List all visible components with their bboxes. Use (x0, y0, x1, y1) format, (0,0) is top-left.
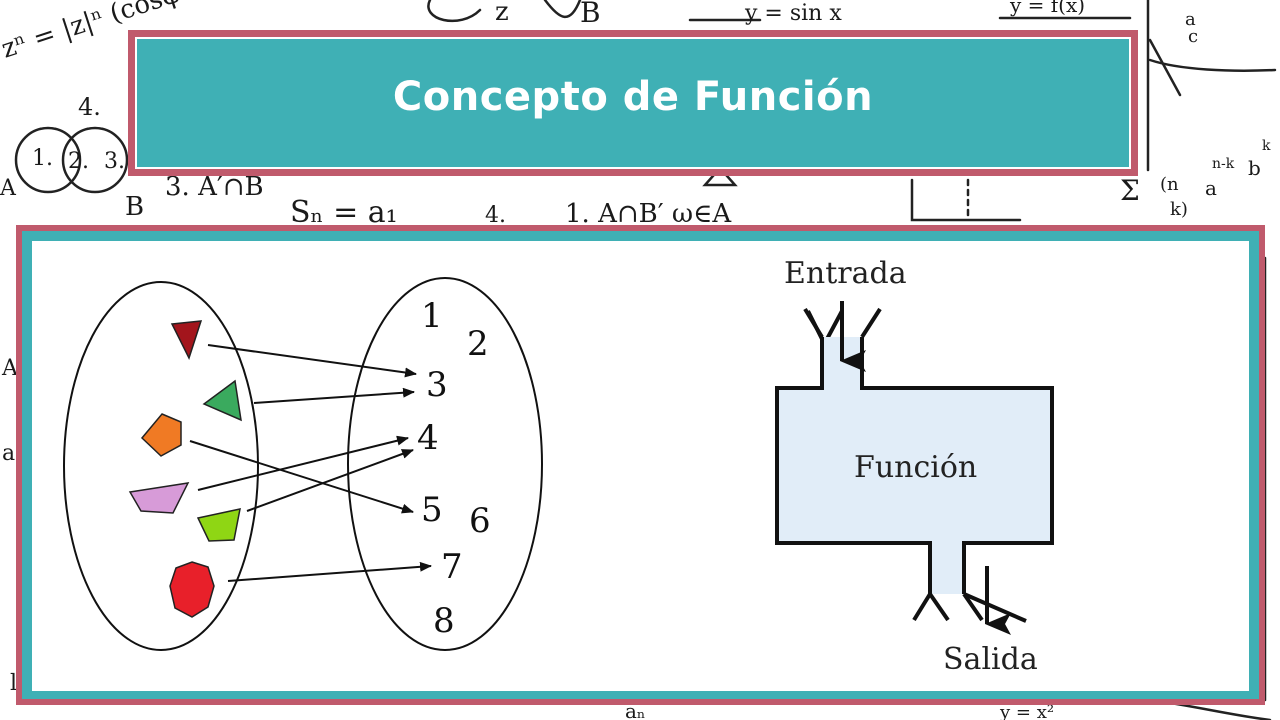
svg-text:n-k: n-k (1212, 156, 1235, 172)
codomain-number-6: 6 (469, 501, 491, 541)
pink-parallelogram-shape (128, 482, 190, 514)
svg-text:a: a (1205, 176, 1217, 200)
svg-text:b: b (1248, 156, 1261, 180)
svg-text:3.: 3. (104, 149, 125, 174)
svg-text:a: a (2, 441, 15, 466)
mapping-arrow (207, 344, 417, 378)
svg-text:A: A (1, 356, 19, 381)
svg-text:Σ: Σ (1120, 174, 1140, 207)
lime-square-shape (196, 508, 241, 542)
codomain-number-3: 3 (426, 365, 448, 405)
content-panel-border: 1 2 3 4 5 6 7 8 (22, 231, 1259, 699)
svg-text:a: a (1185, 9, 1196, 30)
svg-text:4.: 4. (78, 93, 101, 121)
content-panel-body: 1 2 3 4 5 6 7 8 (32, 241, 1249, 691)
function-machine-body (777, 337, 1052, 594)
svg-text:B: B (125, 192, 144, 222)
codomain-number-1: 1 (421, 296, 443, 336)
mapping-arrow (227, 561, 432, 582)
codomain-set (347, 277, 543, 651)
domain-set (63, 281, 259, 651)
title-banner-inner: Concepto de Función (135, 37, 1131, 169)
svg-text:B: B (580, 0, 601, 29)
function-machine-funnel (803, 307, 1027, 623)
mapping-arrow (246, 449, 414, 512)
dark-red-triangle-shape (170, 320, 203, 360)
svg-text:2.: 2. (68, 149, 89, 174)
mapping-arrow (253, 387, 415, 404)
codomain-number-2: 2 (467, 324, 489, 364)
svg-text:1. A∩B′ ω∈A: 1. A∩B′ ω∈A (565, 199, 732, 229)
svg-text:A: A (0, 176, 17, 201)
codomain-number-5: 5 (421, 490, 443, 530)
svg-text:y = f(x): y = f(x) (1009, 0, 1085, 17)
codomain-number-4: 4 (417, 418, 439, 458)
function-label: Función (854, 450, 977, 485)
mapping-arrow (189, 440, 414, 514)
svg-text:3. A′∩B: 3. A′∩B (165, 172, 264, 202)
content-panel: 1 2 3 4 5 6 7 8 (16, 225, 1265, 705)
function-machine-outline (775, 337, 1054, 594)
output-label: Salida (943, 642, 1038, 677)
function-machine-output-spout (912, 592, 984, 622)
svg-text:y = x²: y = x² (999, 702, 1054, 720)
codomain-number-8: 8 (433, 601, 455, 641)
svg-text:1.: 1. (32, 146, 53, 171)
function-diagram: 1 2 3 4 5 6 7 8 (63, 246, 1070, 686)
svg-text:l: l (10, 671, 17, 696)
codomain-number-7: 7 (441, 547, 463, 587)
svg-text:y = sin x: y = sin x (744, 1, 842, 26)
svg-text:z: z (495, 0, 509, 27)
svg-text:(n: (n (1160, 174, 1179, 195)
svg-text:4.: 4. (485, 203, 506, 228)
input-label: Entrada (784, 256, 907, 291)
red-heptagon-shape (169, 561, 215, 618)
mapping-arrow (197, 435, 409, 491)
svg-text:k: k (1262, 138, 1271, 154)
title-banner: Concepto de Función (128, 30, 1138, 176)
page-title: Concepto de Función (392, 74, 874, 120)
svg-text:c: c (1188, 26, 1198, 47)
orange-pentagon-shape (140, 413, 182, 457)
svg-text:Sₙ = a₁: Sₙ = a₁ (290, 195, 398, 230)
green-triangle-shape (202, 379, 242, 422)
svg-text:k): k) (1170, 199, 1188, 220)
